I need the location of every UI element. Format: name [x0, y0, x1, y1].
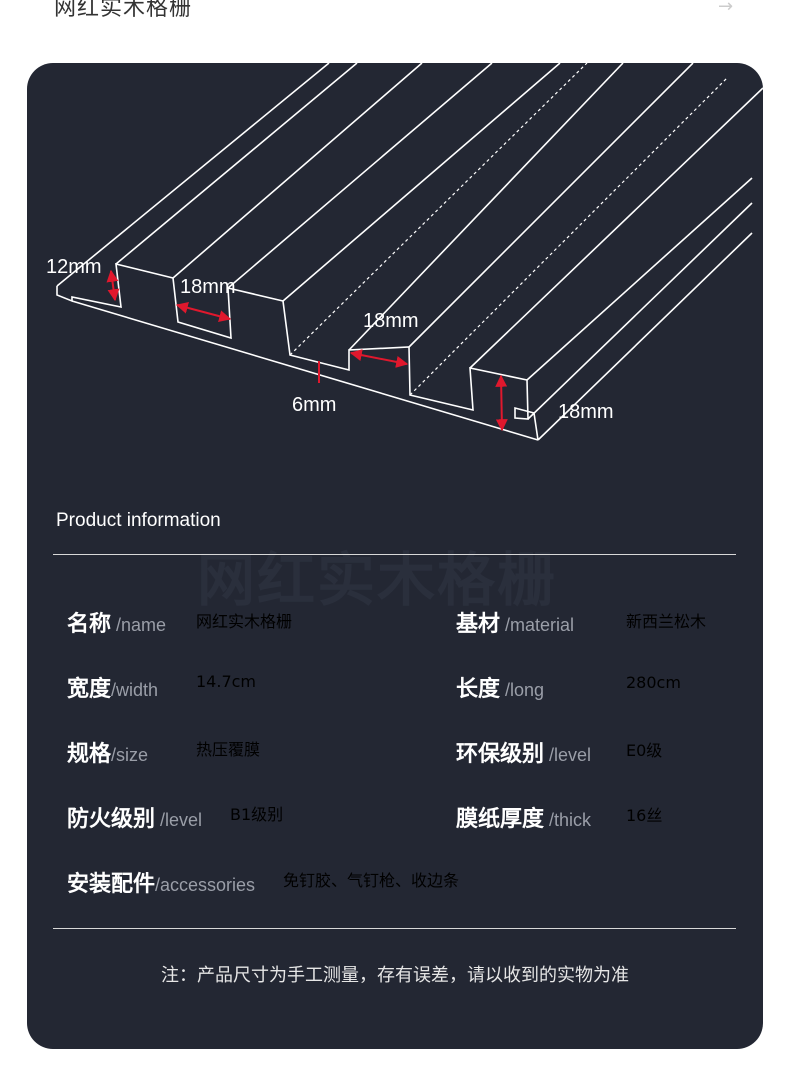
spec-label: 名称	[67, 612, 112, 637]
spec-label: 环保级别	[456, 742, 545, 767]
page-title: 网红实木格栅	[54, 0, 193, 21]
spec-label-en: /width	[111, 680, 159, 700]
spec-label: 防火级别	[67, 807, 156, 832]
divider-bottom	[53, 928, 736, 929]
spec-value-fire-level: B1级别	[230, 805, 284, 824]
product-card: 12mm 18mm 18mm 6mm 18mm 网红实木格栅 Product i…	[27, 63, 763, 1049]
divider-top	[53, 554, 736, 555]
arrow-height-left	[106, 269, 120, 302]
label-6mm: 6mm	[292, 394, 336, 416]
spec-film-thickness: 膜纸厚度 /thick	[456, 801, 591, 833]
spec-label-en: /long	[500, 680, 545, 700]
spec-value-accessories: 免钉胶、气钉枪、收边条	[283, 871, 460, 890]
watermark: 网红实木格栅	[197, 546, 558, 614]
spec-label: 安装配件	[67, 872, 156, 897]
label-18mm-height: 18mm	[558, 401, 614, 423]
spec-label-en: /material	[500, 615, 575, 635]
spec-label-en: /level	[155, 810, 203, 830]
spec-label: 长度	[456, 677, 501, 702]
hidden-edges	[289, 63, 728, 396]
spec-material: 基材 /material	[456, 606, 574, 638]
spec-name: 名称 /name	[67, 606, 166, 638]
spec-label-en: /thick	[544, 810, 592, 830]
spec-label: 规格	[67, 742, 112, 767]
spec-label-en: /accessories	[155, 875, 256, 895]
spec-accessories: 安装配件/accessories	[67, 866, 255, 898]
dimension-arrows	[106, 269, 508, 432]
spec-width: 宽度/width	[67, 671, 158, 703]
spec-value-length: 280cm	[626, 673, 681, 692]
label-18mm-first: 18mm	[180, 276, 236, 298]
spec-label-en: /name	[111, 615, 167, 635]
spec-value-material: 新西兰松木	[626, 612, 707, 631]
spec-value-name: 网红实木格栅	[196, 612, 293, 631]
spec-value-size: 热压覆膜	[196, 740, 261, 759]
arrow-groove-2	[349, 349, 409, 368]
spec-value-width: 14.7cm	[196, 672, 257, 691]
label-18mm-second: 18mm	[363, 310, 419, 332]
profile-diagram: 12mm 18mm 18mm 6mm 18mm	[46, 63, 763, 441]
spec-value-eco-level: E0级	[626, 741, 663, 760]
arrow-right-icon: →	[718, 0, 734, 17]
spec-value-film-thickness: 16丝	[626, 806, 663, 825]
spec-label-en: /level	[544, 745, 592, 765]
spec-fire-level: 防火级别 /level	[67, 801, 202, 833]
spec-label: 膜纸厚度	[456, 807, 545, 832]
arrow-height-right	[495, 374, 508, 432]
product-info-heading: Product information	[56, 510, 221, 531]
arrow-groove-1	[175, 301, 232, 323]
spec-length: 长度 /long	[456, 671, 544, 703]
spec-size: 规格/size	[67, 736, 148, 768]
spec-label: 宽度	[67, 677, 112, 702]
spec-label-en: /size	[111, 745, 149, 765]
label-12mm: 12mm	[46, 256, 102, 278]
profile-outline	[56, 63, 763, 441]
spec-eco-level: 环保级别 /level	[456, 736, 591, 768]
spec-label: 基材	[456, 612, 501, 637]
measurement-note: 注：产品尺寸为手工测量，存有误差，请以收到的实物为准	[161, 965, 629, 986]
